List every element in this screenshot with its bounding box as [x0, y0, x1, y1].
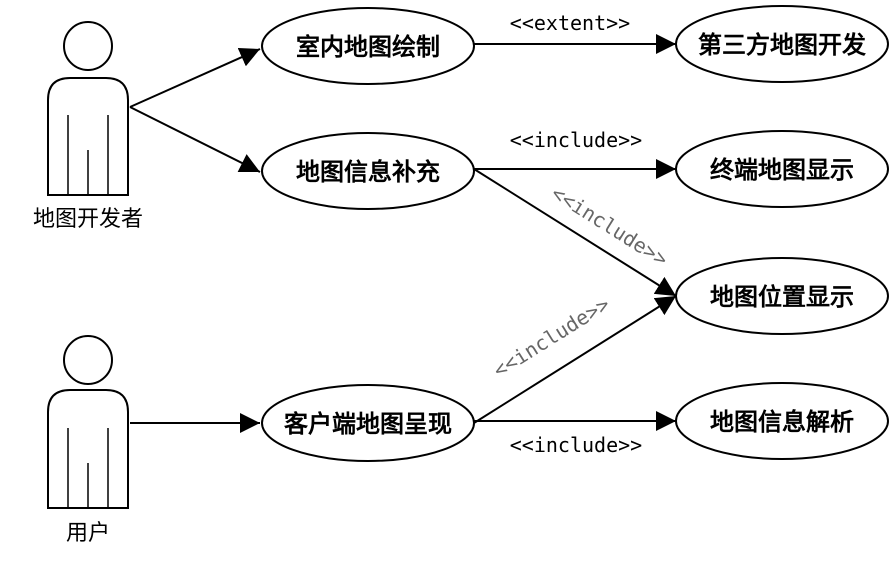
use-case-client-render-label: 客户端地图呈现 — [284, 409, 452, 438]
label-extent: <<extent>> — [510, 11, 630, 35]
edge-developer-to-info-supplement — [129, 106, 261, 173]
edge-include-location-from-client — [473, 295, 677, 424]
use-case-map-info-supplement: 地图信息补充 — [261, 132, 475, 210]
use-case-info-parse-label: 地图信息解析 — [710, 407, 854, 436]
use-case-terminal-display: 终端地图显示 — [675, 130, 889, 208]
label-include-parse: <<include>> — [510, 433, 642, 457]
use-case-third-party-dev: 第三方地图开发 — [675, 5, 889, 83]
actor-user: 用户 — [47, 335, 129, 546]
actor-user-label: 用户 — [66, 521, 110, 546]
edge-include-location-from-supplement — [473, 168, 677, 297]
actor-developer: 地图开发者 — [33, 21, 143, 232]
actor-developer-label: 地图开发者 — [33, 207, 143, 232]
actor-user-head — [63, 335, 113, 385]
use-case-map-info-supplement-label: 地图信息补充 — [296, 157, 440, 186]
label-include-terminal: <<include>> — [510, 128, 642, 152]
use-case-terminal-display-label: 终端地图显示 — [710, 155, 854, 184]
use-case-info-parse: 地图信息解析 — [675, 382, 889, 460]
use-case-indoor-mapping: 室内地图绘制 — [261, 7, 475, 85]
actor-developer-head — [63, 21, 113, 71]
use-case-indoor-mapping-label: 室内地图绘制 — [296, 32, 440, 61]
use-case-location-display: 地图位置显示 — [675, 257, 889, 335]
use-case-client-render: 客户端地图呈现 — [261, 384, 475, 462]
edge-developer-to-indoor-mapping — [129, 48, 261, 108]
use-case-third-party-dev-label: 第三方地图开发 — [698, 30, 866, 59]
use-case-location-display-label: 地图位置显示 — [710, 282, 854, 311]
label-include-location-from-client: <<include>> — [489, 292, 614, 383]
